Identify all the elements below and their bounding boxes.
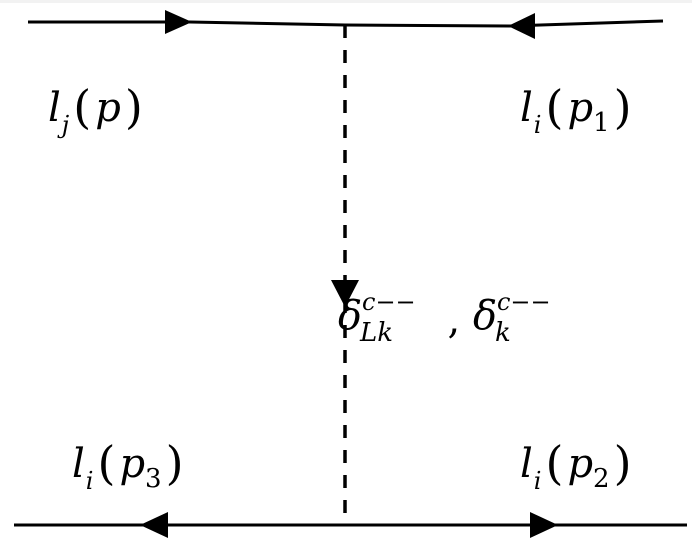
open-paren: ( [545, 436, 564, 490]
close-paren: ) [613, 436, 632, 490]
close-paren: ) [124, 80, 143, 134]
momentum: p [95, 85, 121, 131]
label-top-right: li(p1) [520, 82, 636, 137]
top-border [0, 0, 692, 3]
momentum: p [567, 85, 594, 131]
field-symbol: l [48, 85, 61, 131]
field-index: i [533, 467, 542, 495]
delta-superscript: c−− [496, 288, 551, 316]
momentum-subscript: 3 [145, 464, 162, 494]
momentum: p [119, 441, 146, 487]
delta-lk: δ c−− Lk [338, 290, 416, 346]
momentum-subscript: 1 [593, 108, 610, 138]
label-bottom-left: li(p3) [72, 438, 188, 493]
close-paren: ) [613, 80, 632, 134]
open-paren: ( [97, 436, 116, 490]
close-paren: ) [165, 436, 184, 490]
bottom-left-arrow-icon [140, 512, 168, 538]
delta-subscript: Lk [360, 318, 394, 348]
field-symbol: l [520, 441, 533, 487]
propagator-label: δ c−− Lk , δ c−− k [338, 290, 551, 346]
bottom-right-arrow-icon [530, 512, 558, 538]
open-paren: ( [545, 80, 564, 134]
field-symbol: l [72, 441, 85, 487]
field-symbol: l [520, 85, 533, 131]
delta-k: δ c−− k [472, 290, 551, 346]
delta-symbol: δ [338, 293, 363, 339]
momentum: p [567, 441, 594, 487]
separator: , [447, 297, 461, 343]
open-paren: ( [73, 80, 92, 134]
top-left-arrow-icon [165, 10, 192, 34]
field-index: i [533, 111, 542, 139]
label-bottom-right: li(p2) [520, 438, 636, 493]
propagator-arrow-icon [331, 280, 359, 307]
label-top-left: lj(p) [48, 82, 147, 137]
top-right-arrow-icon [508, 13, 535, 39]
field-index: i [85, 467, 94, 495]
momentum-subscript: 2 [593, 464, 610, 494]
field-index: j [61, 111, 70, 139]
delta-subscript: k [494, 318, 511, 348]
delta-superscript: c−− [362, 288, 416, 316]
delta-symbol: δ [472, 293, 498, 339]
